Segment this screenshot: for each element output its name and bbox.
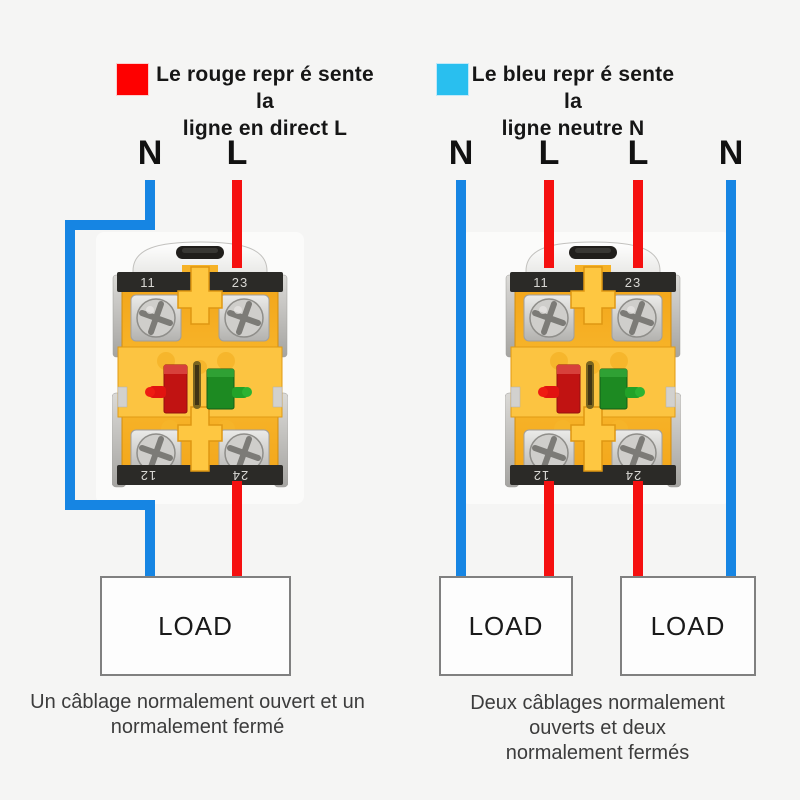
right-live-wire-1-top xyxy=(544,180,554,268)
side-slots xyxy=(117,386,283,408)
left-diagram-caption: Un câblage normalement ouvert et un norm… xyxy=(15,690,380,740)
terminal-number-23: 23 xyxy=(232,275,248,290)
legend-neutral-line1: Le bleu repr é sente la xyxy=(471,63,675,113)
right-caption-line3: normalement fermés xyxy=(505,742,690,764)
screw-icon xyxy=(218,294,270,342)
terminal-number-24: 24 xyxy=(625,468,641,483)
left-neutral-wire-seg4 xyxy=(65,500,155,510)
legend-live-line1: Le rouge repr é sente la xyxy=(156,63,374,113)
terminal-band-bottom xyxy=(117,465,283,485)
right-label-neutral-1: N xyxy=(448,134,474,172)
legend-live-line2: ligne en direct L xyxy=(182,117,348,140)
right-label-live-2: L xyxy=(627,134,649,172)
right-live-wire-2-top xyxy=(633,180,643,268)
right-label-live-1: L xyxy=(538,134,560,172)
no-contact-green xyxy=(206,368,252,410)
terminal-number-11: 11 xyxy=(140,275,156,290)
right-live-wire-1-bottom xyxy=(544,481,554,577)
terminal-band-bottom xyxy=(510,465,676,485)
nc-contact-red xyxy=(538,361,594,414)
side-slots xyxy=(510,386,676,408)
terminal-number-12: 12 xyxy=(140,468,156,483)
screw-icon xyxy=(611,429,663,477)
right-caption-line2: ouverts et deux xyxy=(529,717,666,739)
left-pushbutton-switch-photo: 11 23 12 24 xyxy=(112,241,288,488)
right-neutral-wire-1 xyxy=(456,180,466,577)
left-label-live: L xyxy=(226,134,248,172)
left-load-box: LOAD xyxy=(100,576,291,676)
right-neutral-wire-2 xyxy=(726,180,736,577)
no-contact-green xyxy=(599,368,645,410)
right-label-neutral-2: N xyxy=(718,134,744,172)
legend-neutral-blue-text: Le bleu repr é sente la ligne neutre N xyxy=(467,61,679,142)
screw-icon xyxy=(611,294,663,342)
right-caption-line1: Deux câblages normalement xyxy=(470,692,725,714)
left-neutral-wire-seg5 xyxy=(145,500,155,577)
right-load-2-label: LOAD xyxy=(650,610,726,641)
screw-icon xyxy=(523,294,575,342)
legend-neutral-line2: ligne neutre N xyxy=(501,117,645,140)
terminal-number-11: 11 xyxy=(533,275,549,290)
right-diagram-caption: Deux câblages normalement ouverts et deu… xyxy=(425,691,770,766)
screw-icon xyxy=(218,429,270,477)
terminal-number-24: 24 xyxy=(232,468,248,483)
right-load-1-label: LOAD xyxy=(468,610,544,641)
right-pushbutton-switch-photo: 11 23 12 24 xyxy=(505,241,681,488)
left-neutral-wire-seg2 xyxy=(65,220,155,230)
legend-live-red-swatch xyxy=(117,64,148,95)
left-load-label: LOAD xyxy=(158,610,233,641)
screw-icon xyxy=(130,294,182,342)
legend-live-red-text: Le rouge repr é sente la ligne en direct… xyxy=(150,61,380,142)
terminal-number-12: 12 xyxy=(533,468,549,483)
nc-contact-red xyxy=(145,361,201,414)
left-caption-line1: Un câblage normalement ouvert et un xyxy=(30,691,365,713)
actuator-tab-top xyxy=(177,266,223,325)
actuator-tab-bottom xyxy=(570,406,616,472)
terminal-number-23: 23 xyxy=(625,275,641,290)
left-caption-line2: normalement fermé xyxy=(110,716,285,738)
right-load-box-2: LOAD xyxy=(620,576,756,676)
left-label-neutral: N xyxy=(137,134,163,172)
legend-neutral-blue-swatch xyxy=(437,64,468,95)
left-live-wire-bottom xyxy=(232,481,242,577)
left-neutral-wire-seg1 xyxy=(145,180,155,230)
screw-icon xyxy=(523,429,575,477)
left-live-wire-top xyxy=(232,180,242,268)
left-neutral-wire-seg3 xyxy=(65,220,75,510)
right-load-box-1: LOAD xyxy=(439,576,573,676)
right-live-wire-2-bottom xyxy=(633,481,643,577)
actuator-tab-top xyxy=(570,266,616,325)
actuator-tab-bottom xyxy=(177,406,223,472)
